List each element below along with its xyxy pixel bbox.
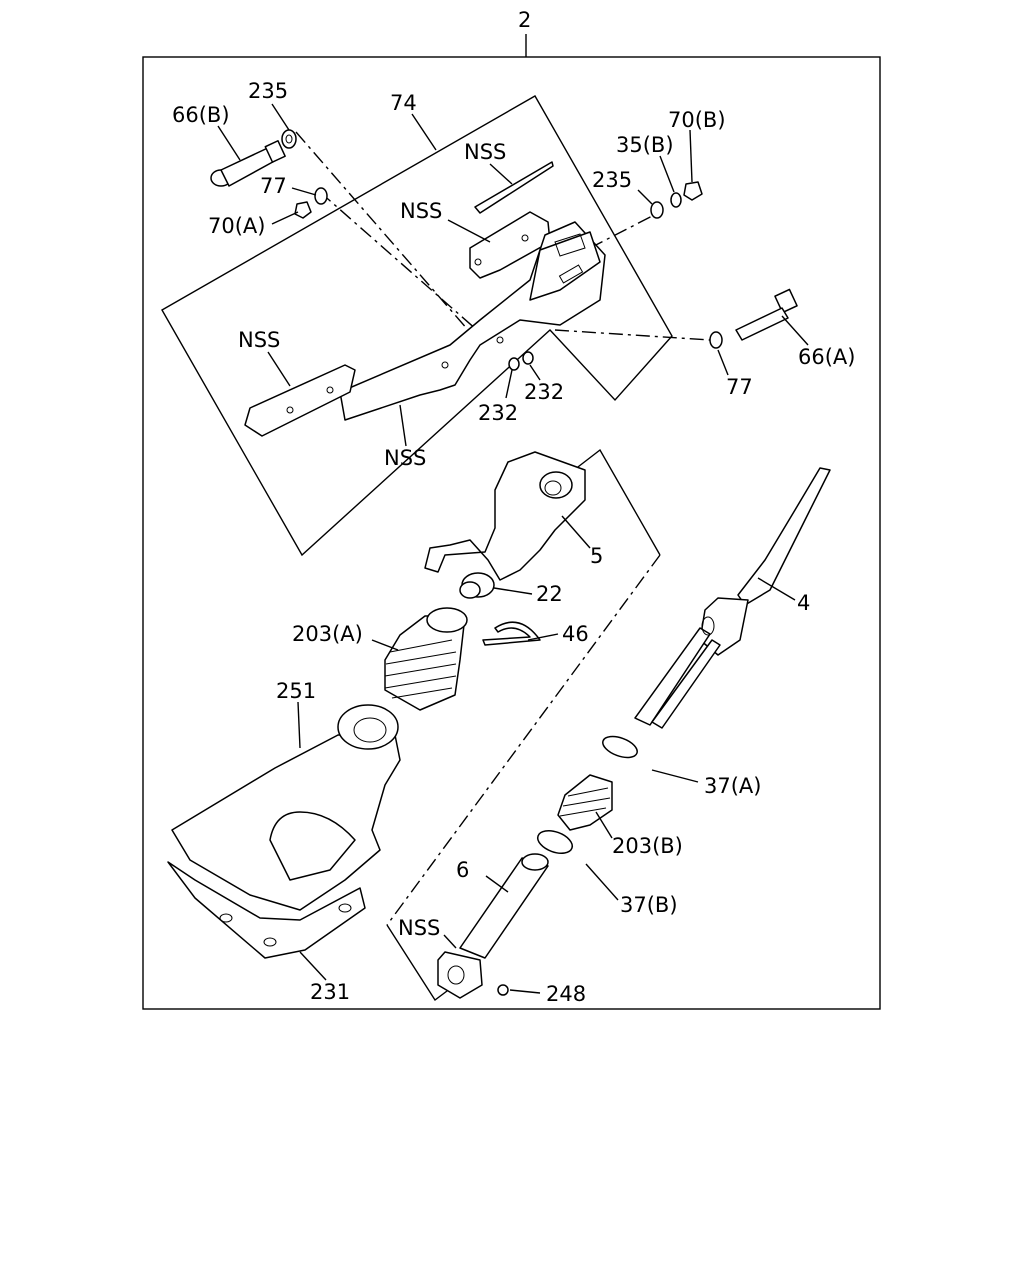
leader-37a	[651, 769, 699, 783]
nut-232-a	[508, 357, 520, 371]
leader-nss1	[489, 163, 513, 185]
leader-203a	[371, 639, 399, 651]
leader-248	[509, 989, 541, 994]
assembly-frame	[142, 56, 881, 1010]
leader-231	[299, 951, 327, 981]
callout-248: 248	[546, 982, 586, 1006]
column-group-frame-b	[386, 554, 661, 926]
leader-35b	[659, 155, 675, 193]
leader-203b	[595, 811, 613, 839]
lower-shaft	[437, 853, 549, 999]
callout-22: 22	[536, 582, 563, 606]
leader-232b	[529, 364, 541, 381]
callout-74: 74	[390, 91, 417, 115]
callout-232-b: 232	[524, 380, 564, 404]
callout-77-right: 77	[726, 375, 753, 399]
bolt-66a	[735, 288, 798, 341]
leader-nss5	[443, 934, 457, 949]
callout-35b: 35(B)	[616, 133, 674, 157]
leader-70a	[271, 211, 299, 225]
callout-nss-left: NSS	[238, 328, 280, 352]
leader-77b	[717, 349, 729, 376]
callout-70a: 70(A)	[208, 214, 265, 238]
callout-5: 5	[590, 544, 603, 568]
leader-66b	[217, 125, 241, 161]
nut-70b	[683, 181, 703, 201]
leader-235b	[637, 189, 653, 205]
nss-pin	[474, 161, 554, 214]
callout-nss-shaft: NSS	[398, 916, 440, 940]
leader-46	[527, 633, 559, 641]
nut-70a	[294, 201, 312, 219]
boot-203a	[384, 607, 468, 711]
axis-line-4	[554, 329, 711, 341]
leader-77a	[291, 187, 317, 196]
leader-70b	[689, 129, 693, 183]
nss-left-bracket	[244, 364, 356, 437]
steering-shaft	[634, 467, 831, 729]
leader-nss4	[399, 404, 407, 447]
washer-235-left	[281, 129, 297, 149]
bolt-248	[497, 984, 509, 996]
column-housing	[424, 451, 586, 581]
callout-37b: 37(B)	[620, 893, 678, 917]
boot-203b	[557, 774, 613, 831]
axis-line-1	[295, 131, 476, 339]
callout-4: 4	[797, 591, 810, 615]
callout-203b: 203(B)	[612, 834, 683, 858]
callout-235-left: 235	[248, 79, 288, 103]
callout-nss-lower: NSS	[384, 446, 426, 470]
callout-6: 6	[456, 858, 469, 882]
callout-235-right: 235	[592, 168, 632, 192]
washer-235-right	[650, 201, 664, 219]
callout-66a: 66(A)	[798, 345, 855, 369]
nss-upper-bracket	[469, 211, 551, 279]
leader-251	[297, 701, 301, 749]
callout-nss-upper: NSS	[400, 199, 442, 223]
bracket-group-frame	[161, 95, 673, 557]
leader-nss3	[267, 351, 291, 387]
callout-37a: 37(A)	[704, 774, 761, 798]
main-bracket	[339, 221, 606, 421]
leader-235a	[271, 103, 290, 131]
callout-70b: 70(B)	[668, 108, 726, 132]
callout-203a: 203(A)	[292, 622, 363, 646]
plate-231	[167, 861, 366, 959]
leader-22	[493, 587, 533, 595]
band-37b	[536, 830, 574, 854]
callout-232-a: 232	[478, 401, 518, 425]
bolt-66b	[210, 140, 286, 187]
leader-5	[561, 515, 591, 549]
boot-251	[171, 704, 401, 911]
axis-line-3	[589, 211, 661, 249]
callout-251: 251	[276, 679, 316, 703]
callout-nss-pin: NSS	[464, 140, 506, 164]
washer-77-right	[709, 331, 723, 349]
leader-232a	[505, 369, 513, 399]
leader-4	[757, 577, 796, 601]
bushing-22	[459, 572, 495, 599]
washer-35b	[670, 192, 682, 208]
callout-77-left: 77	[260, 174, 287, 198]
leader-74	[411, 113, 437, 151]
callout-46: 46	[562, 622, 589, 646]
callout-2: 2	[518, 8, 531, 32]
leader-nss2	[447, 219, 491, 243]
nut-232-b	[522, 351, 534, 365]
band-37a	[602, 735, 638, 759]
callout-66b: 66(B)	[172, 103, 230, 127]
leader-6	[485, 875, 509, 893]
clip-46	[482, 621, 541, 646]
washer-77-left	[314, 187, 328, 205]
leader-66a	[781, 315, 809, 346]
axis-line-2	[319, 191, 487, 339]
callout-231: 231	[310, 980, 350, 1004]
leader-37b	[585, 863, 619, 901]
